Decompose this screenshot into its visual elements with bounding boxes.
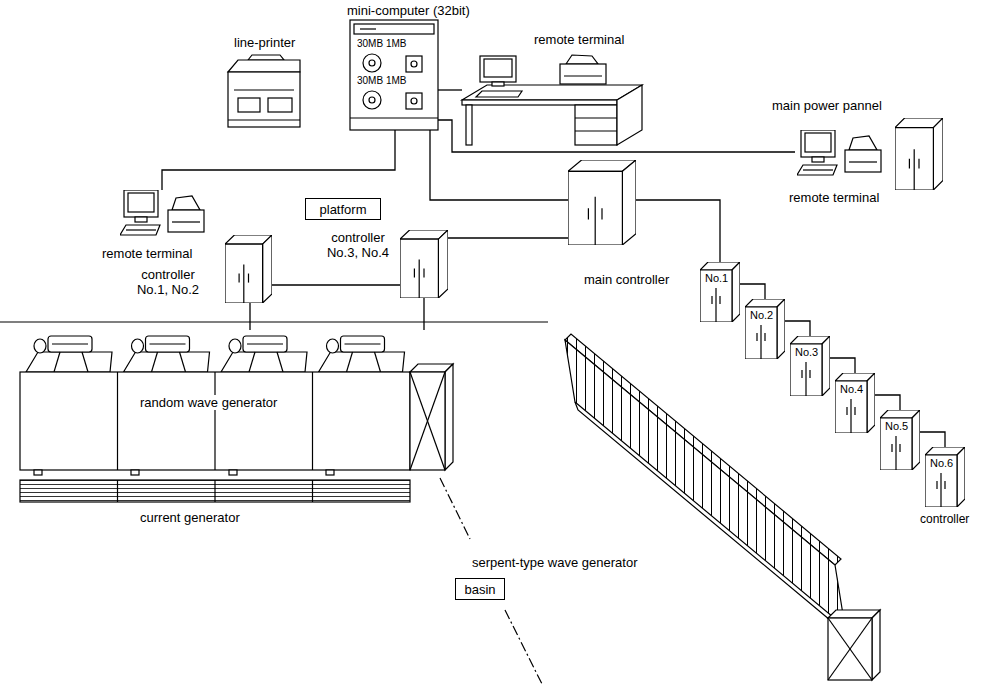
node-label: random wave generator xyxy=(138,395,279,410)
node-label: mini-computer (32bit) xyxy=(345,3,472,18)
connector-line xyxy=(875,395,900,410)
disk-capacity: 30MB 1MB xyxy=(355,75,408,87)
node-label: No.4 xyxy=(838,383,865,396)
node-label: remote terminal xyxy=(100,246,194,261)
controller-cabinet: No.6 xyxy=(925,447,965,507)
wave-generator: random wave generator xyxy=(20,330,445,470)
node-label: controller No.3, No.4 xyxy=(320,230,396,260)
node-label: main power pannel xyxy=(770,98,884,113)
node-label: No.6 xyxy=(928,457,955,470)
node-label: platform xyxy=(318,202,369,217)
disk-capacity: 30MB 1MB xyxy=(355,38,408,50)
node-label: controller No.1, No.2 xyxy=(130,267,206,297)
controller-cabinet: No.4 xyxy=(835,373,875,433)
wave-generator: serpent-type wave generator xyxy=(555,330,885,682)
node-label: No.3 xyxy=(793,346,820,359)
node-label: No.2 xyxy=(748,309,775,322)
controller-cabinet: No.3 xyxy=(790,336,830,396)
node-label: serpent-type wave generator xyxy=(470,555,639,570)
connector-line xyxy=(272,284,400,285)
area-tag: platform xyxy=(305,198,381,220)
node-label: main controller xyxy=(582,272,671,287)
connector-line xyxy=(430,130,568,200)
node-label: current generator xyxy=(138,510,242,525)
connector-line xyxy=(162,130,395,190)
connector-line xyxy=(423,298,424,330)
connector-line xyxy=(438,89,462,90)
connector-line xyxy=(636,200,720,262)
controller-cabinet: main controller xyxy=(568,160,636,245)
area-tag: basin xyxy=(455,578,505,600)
connector-line xyxy=(785,321,810,336)
connector-line xyxy=(438,120,795,152)
connector-line xyxy=(448,237,568,238)
controller-cabinet: controller No.3, No.4 xyxy=(400,230,448,298)
connector-line xyxy=(249,303,250,330)
connector-line xyxy=(920,432,945,447)
node-label: line-printer xyxy=(232,35,297,50)
node-label: No.5 xyxy=(883,420,910,433)
node-label: No.1 xyxy=(703,272,730,285)
terminal-node: remote terminal xyxy=(795,128,885,183)
group-label: controller xyxy=(918,512,971,526)
connector-line xyxy=(740,284,765,299)
controller-cabinet: No.1 xyxy=(700,262,740,322)
node-label: remote terminal xyxy=(787,190,881,205)
terminal-node: remote terminal xyxy=(120,190,205,240)
controller-cabinet: No.2 xyxy=(745,299,785,359)
connector-line xyxy=(830,358,855,373)
node-label: remote terminal xyxy=(532,32,626,47)
node-label: basin xyxy=(462,582,497,597)
controller-cabinet: No.5 xyxy=(880,410,920,470)
terminal-node: remote terminal xyxy=(462,55,642,145)
power-panel: main power pannel xyxy=(895,118,943,190)
printer-node: line-printer xyxy=(228,55,300,127)
current-generator: current generator xyxy=(20,480,410,502)
controller-cabinet: controller No.1, No.2 xyxy=(225,235,272,303)
